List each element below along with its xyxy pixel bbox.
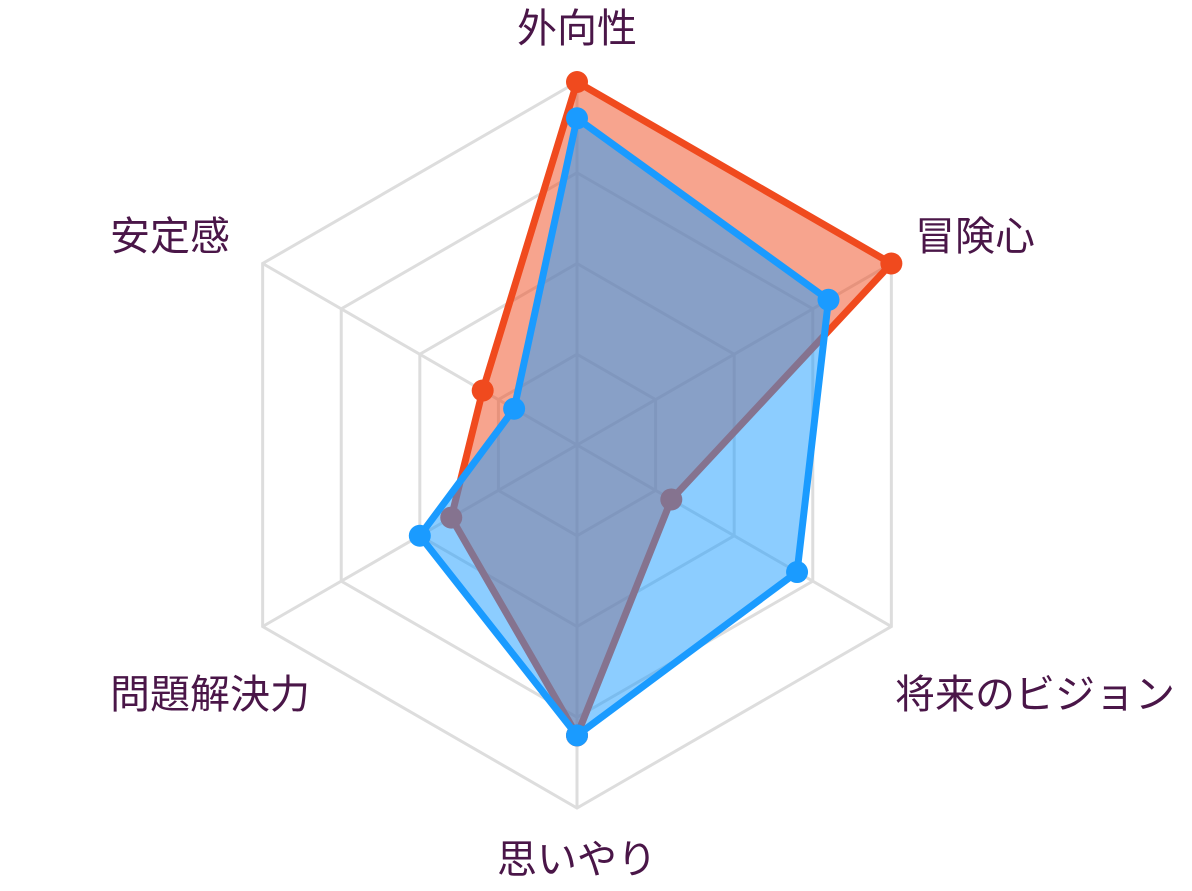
axis-label: 思いやり <box>497 837 657 883</box>
series-2 <box>408 107 840 747</box>
data-point <box>471 379 494 402</box>
axis-label: 将来のビジョン <box>895 672 1175 718</box>
axis-label: 冒険心 <box>915 214 1035 260</box>
data-point <box>503 397 526 420</box>
data-point <box>566 107 588 130</box>
data-point <box>817 288 840 311</box>
data-point <box>408 524 431 547</box>
data-point <box>786 561 809 584</box>
axis-label: 外向性 <box>517 6 637 52</box>
axis-label: 問題解決力 <box>110 672 310 718</box>
data-point <box>566 71 588 93</box>
axis-label: 安定感 <box>110 214 230 260</box>
data-point <box>566 724 588 747</box>
series-layer <box>408 71 903 747</box>
data-point <box>880 252 903 275</box>
